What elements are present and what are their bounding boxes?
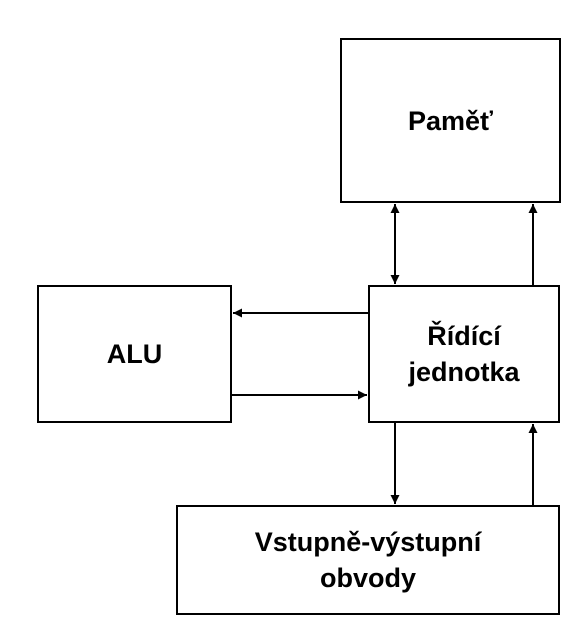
io-node: Vstupně-výstupní obvody — [176, 505, 560, 615]
alu-label: ALU — [106, 339, 163, 369]
memory-label: Paměť — [408, 105, 493, 136]
alu-node: ALU — [37, 285, 232, 423]
memory-node: Paměť — [340, 38, 561, 203]
io-label: Vstupně-výstupní obvody — [254, 527, 482, 593]
control-unit-node: Řídící jednotka — [368, 285, 560, 423]
control-unit-label: Řídící jednotka — [408, 321, 520, 387]
